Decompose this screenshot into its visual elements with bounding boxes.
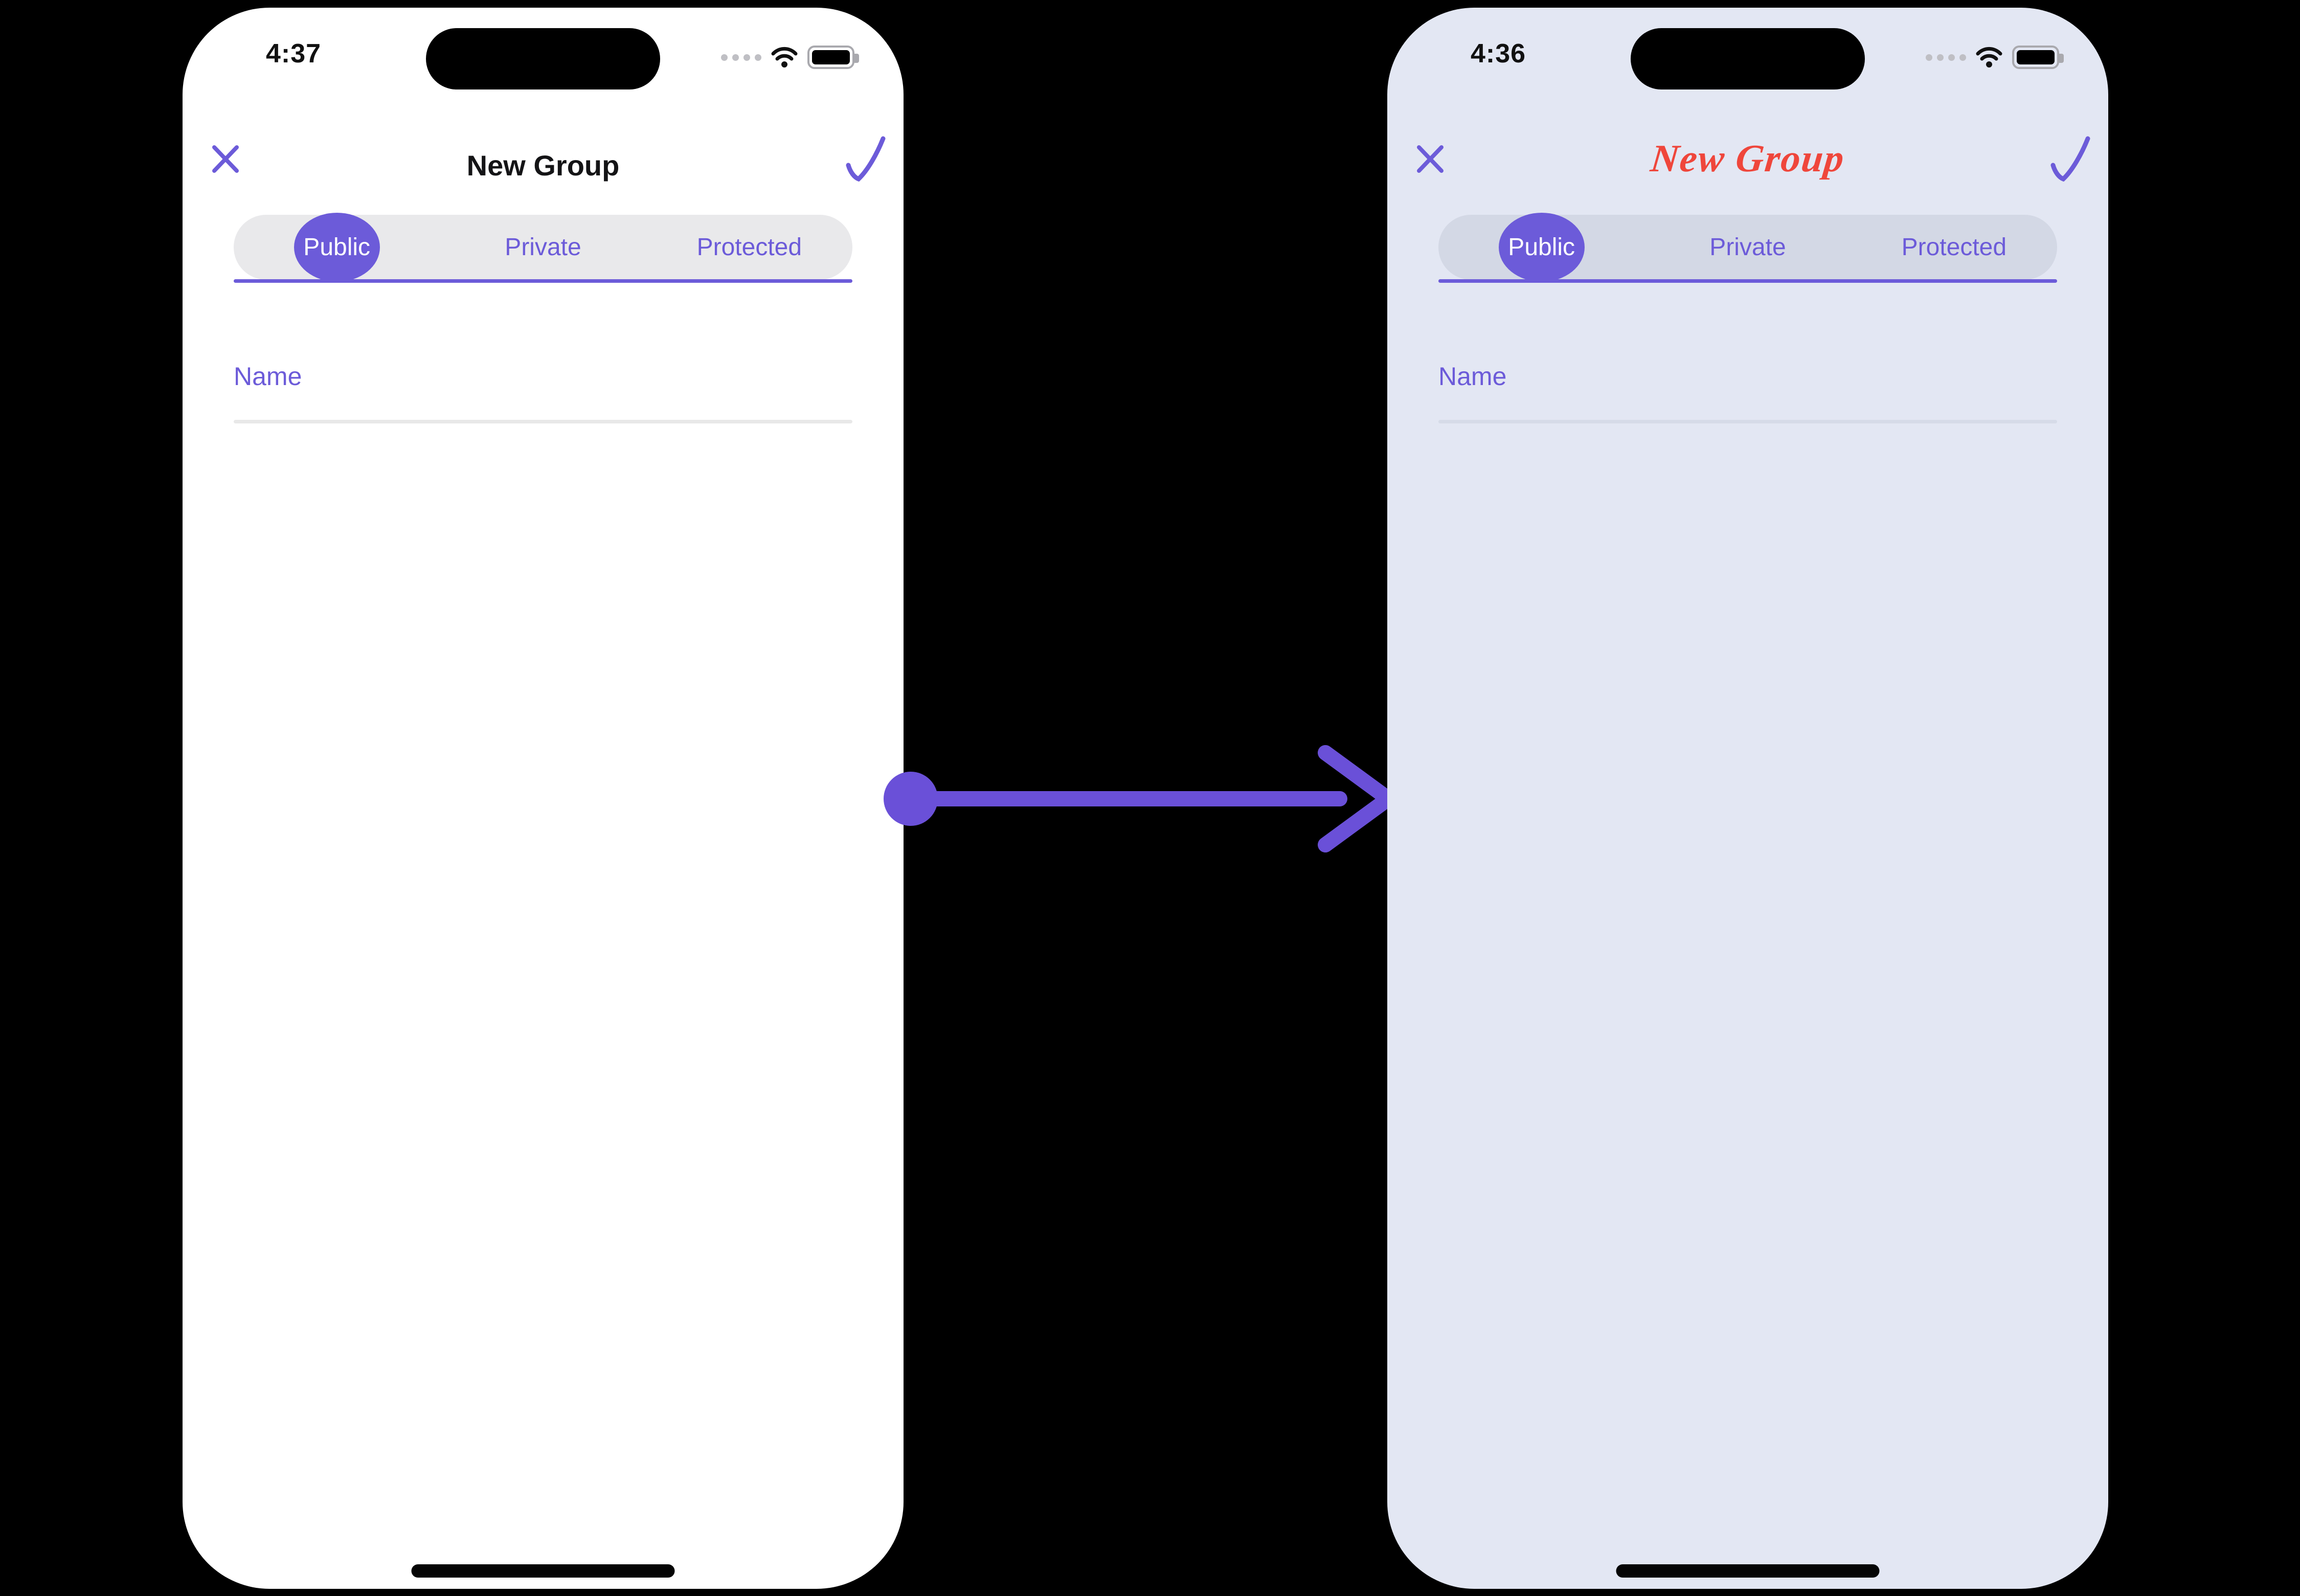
tab-protected[interactable]: Protected: [1901, 234, 2007, 261]
transition-arrow: [884, 745, 1396, 852]
page-title: New Group: [466, 149, 620, 182]
selected-tab-indicator: [1499, 213, 1585, 282]
status-time: 4:36: [1471, 39, 1526, 69]
status-icons: [1926, 46, 2064, 69]
dynamic-island: [1631, 28, 1865, 89]
confirm-button[interactable]: [2050, 136, 2091, 182]
group-name-input[interactable]: [1438, 362, 2057, 391]
close-button[interactable]: [211, 144, 240, 174]
cellular-dots-icon: [1926, 54, 1966, 61]
home-indicator: [411, 1564, 675, 1578]
tab-public[interactable]: Public: [303, 234, 371, 261]
page-title: New Group: [1649, 137, 1847, 180]
segmented-underline: [234, 279, 852, 283]
visibility-segmented-control: Public Private Protected: [1438, 213, 2057, 282]
wifi-icon: [1976, 47, 2002, 68]
segmented-underline: [1438, 279, 2057, 283]
status-time: 4:37: [266, 39, 322, 69]
wifi-icon: [771, 47, 798, 68]
cellular-dots-icon: [721, 54, 761, 61]
name-field-underline: [234, 420, 852, 423]
dynamic-island: [426, 28, 660, 89]
close-button[interactable]: [1416, 144, 1445, 174]
name-field-underline: [1438, 420, 2057, 423]
phone-after: 4:36 New Group Public Private Protect: [1387, 8, 2108, 1589]
tab-protected[interactable]: Protected: [696, 234, 802, 261]
selected-tab-indicator: [294, 213, 380, 282]
home-indicator: [1616, 1564, 1880, 1578]
tab-private[interactable]: Private: [505, 234, 581, 261]
status-icons: [721, 46, 859, 69]
battery-icon: [2012, 46, 2064, 69]
visibility-segmented-control: Public Private Protected: [234, 213, 852, 282]
confirm-button[interactable]: [845, 136, 886, 182]
tab-public[interactable]: Public: [1508, 234, 1575, 261]
group-name-input[interactable]: [234, 362, 852, 391]
battery-icon: [807, 46, 859, 69]
tab-private[interactable]: Private: [1709, 234, 1786, 261]
phone-before: 4:37 New Group Public Private Protect: [183, 8, 904, 1589]
